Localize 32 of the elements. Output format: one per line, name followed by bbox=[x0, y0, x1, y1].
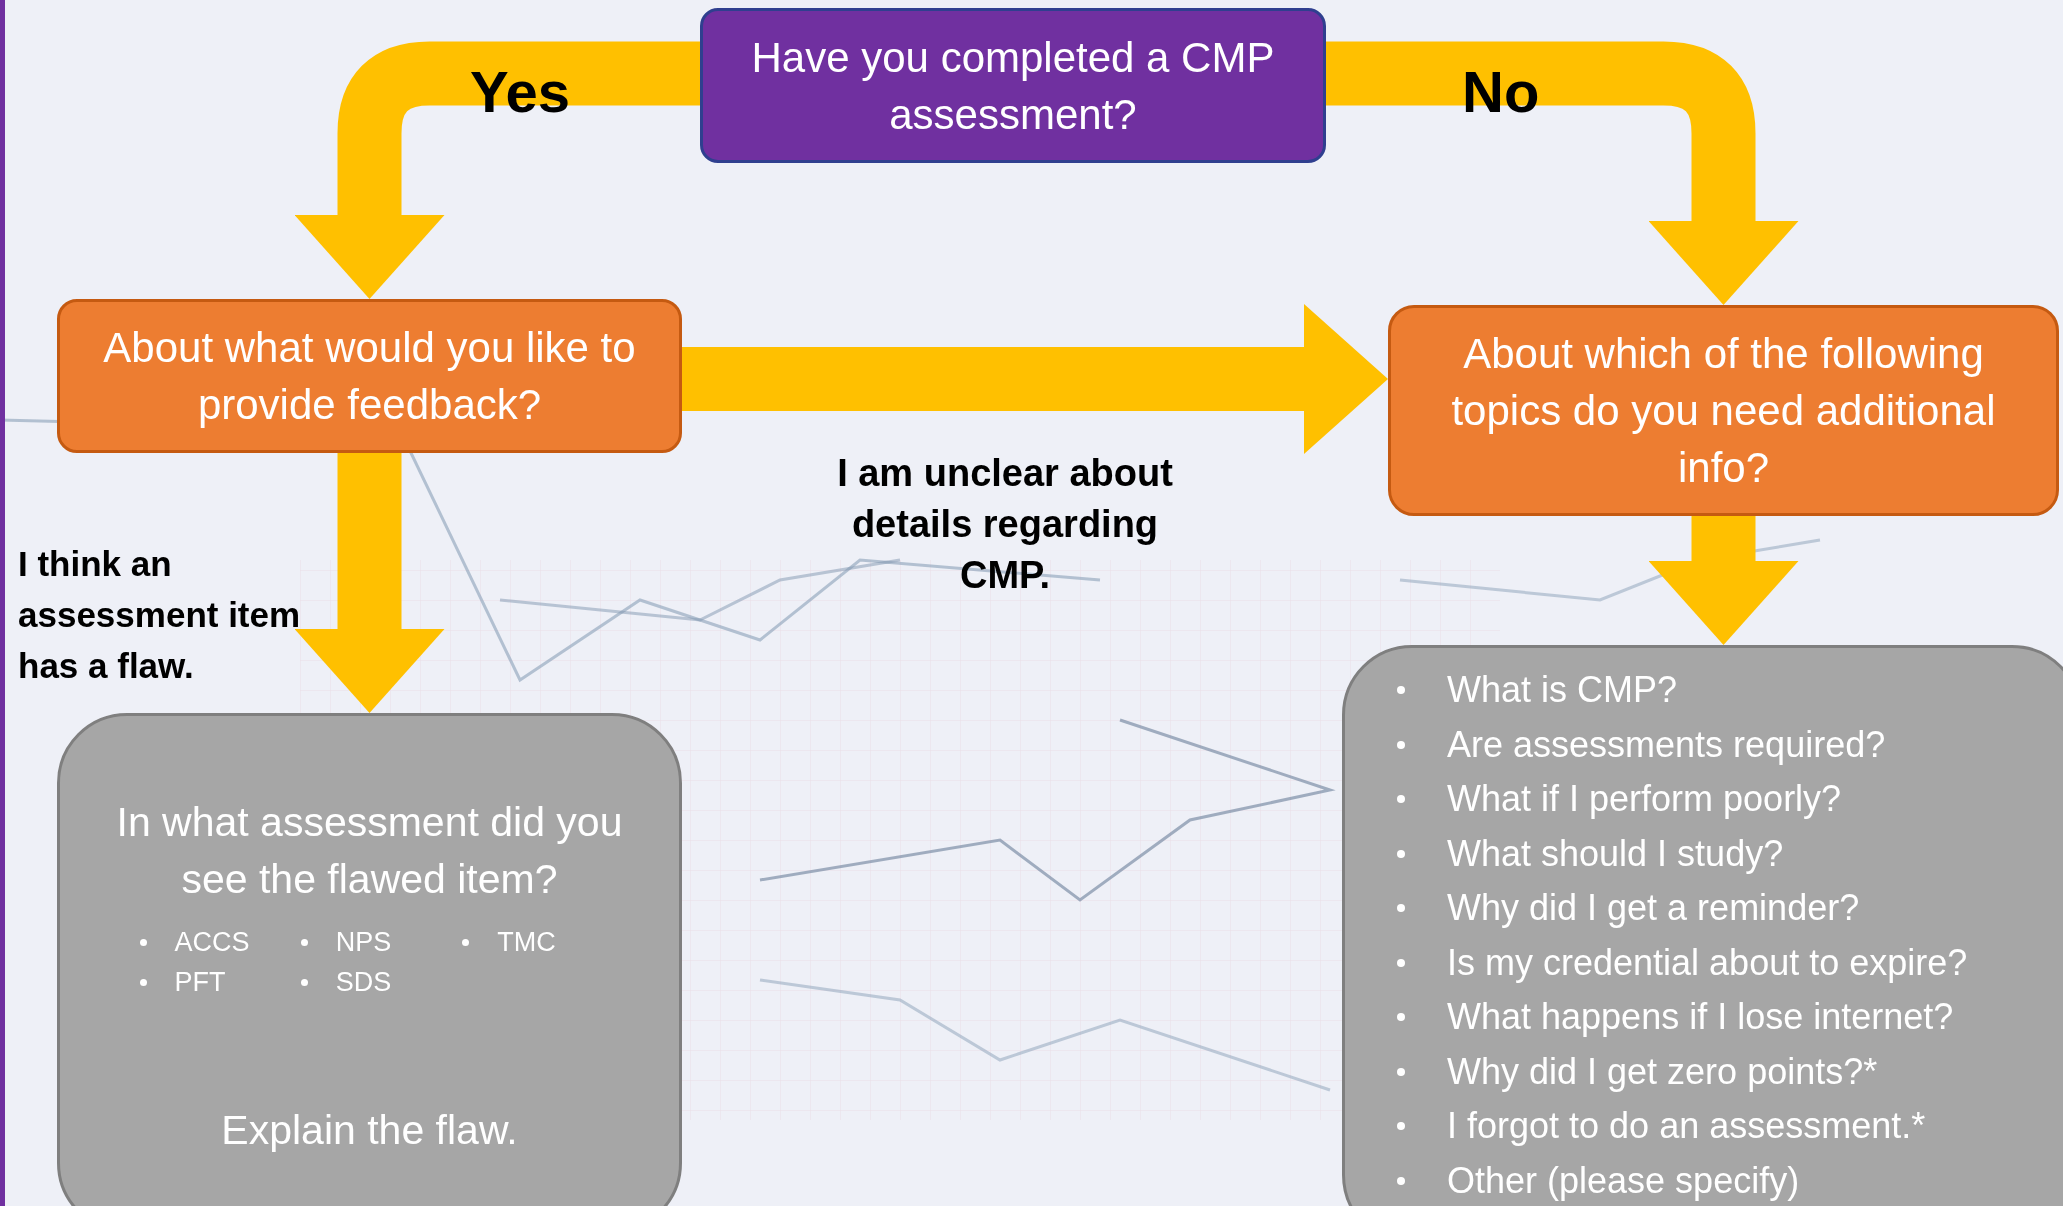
list-item: PFT bbox=[174, 966, 226, 999]
question-box bbox=[57, 299, 682, 453]
arrow bbox=[294, 453, 445, 713]
edge-label: I am unclear about details regarding CMP. bbox=[836, 451, 1174, 598]
question-text: Have you completed a CMP assessment? bbox=[750, 32, 1276, 140]
question-box bbox=[700, 8, 1326, 163]
list-item: SDS bbox=[335, 966, 392, 999]
list-item: Why did I get a reminder? bbox=[1447, 886, 1860, 931]
edge-label: I think an assessment item has a flaw. bbox=[18, 543, 302, 687]
question-text: About what would you like to provide feedback? bbox=[102, 323, 637, 430]
question-text: In what assessment did you see the flawed item? bbox=[115, 798, 624, 904]
list-item: What happens if I lose internet? bbox=[1447, 995, 1954, 1040]
list-item: Other (please specify) bbox=[1447, 1158, 1800, 1203]
arrow bbox=[1326, 41, 1799, 305]
arrow bbox=[1648, 516, 1799, 645]
list-item: TMC bbox=[497, 926, 556, 959]
list-item: Are assessments required? bbox=[1447, 722, 1886, 767]
list-item: What should I study? bbox=[1447, 831, 1784, 876]
list-item: What is CMP? bbox=[1447, 668, 1678, 713]
list-item: Why did I get zero points?* bbox=[1447, 1049, 1878, 1094]
question-text: About which of the following topics do you need additional info? bbox=[1450, 329, 1997, 493]
arrow bbox=[294, 41, 700, 299]
list-item: Is my credential about to expire? bbox=[1447, 940, 1968, 985]
list-item: NPS bbox=[335, 926, 392, 959]
arrow bbox=[682, 304, 1388, 454]
list-item: What if I perform poorly? bbox=[1447, 777, 1842, 822]
question-box bbox=[1388, 305, 2059, 516]
list-item: I forgot to do an assessment.* bbox=[1447, 1104, 1926, 1149]
list-item: ACCS bbox=[174, 926, 250, 959]
answer-box bbox=[57, 713, 682, 1206]
answer-box bbox=[1342, 645, 2063, 1206]
instruction-text: Explain the flaw. bbox=[221, 1107, 518, 1153]
